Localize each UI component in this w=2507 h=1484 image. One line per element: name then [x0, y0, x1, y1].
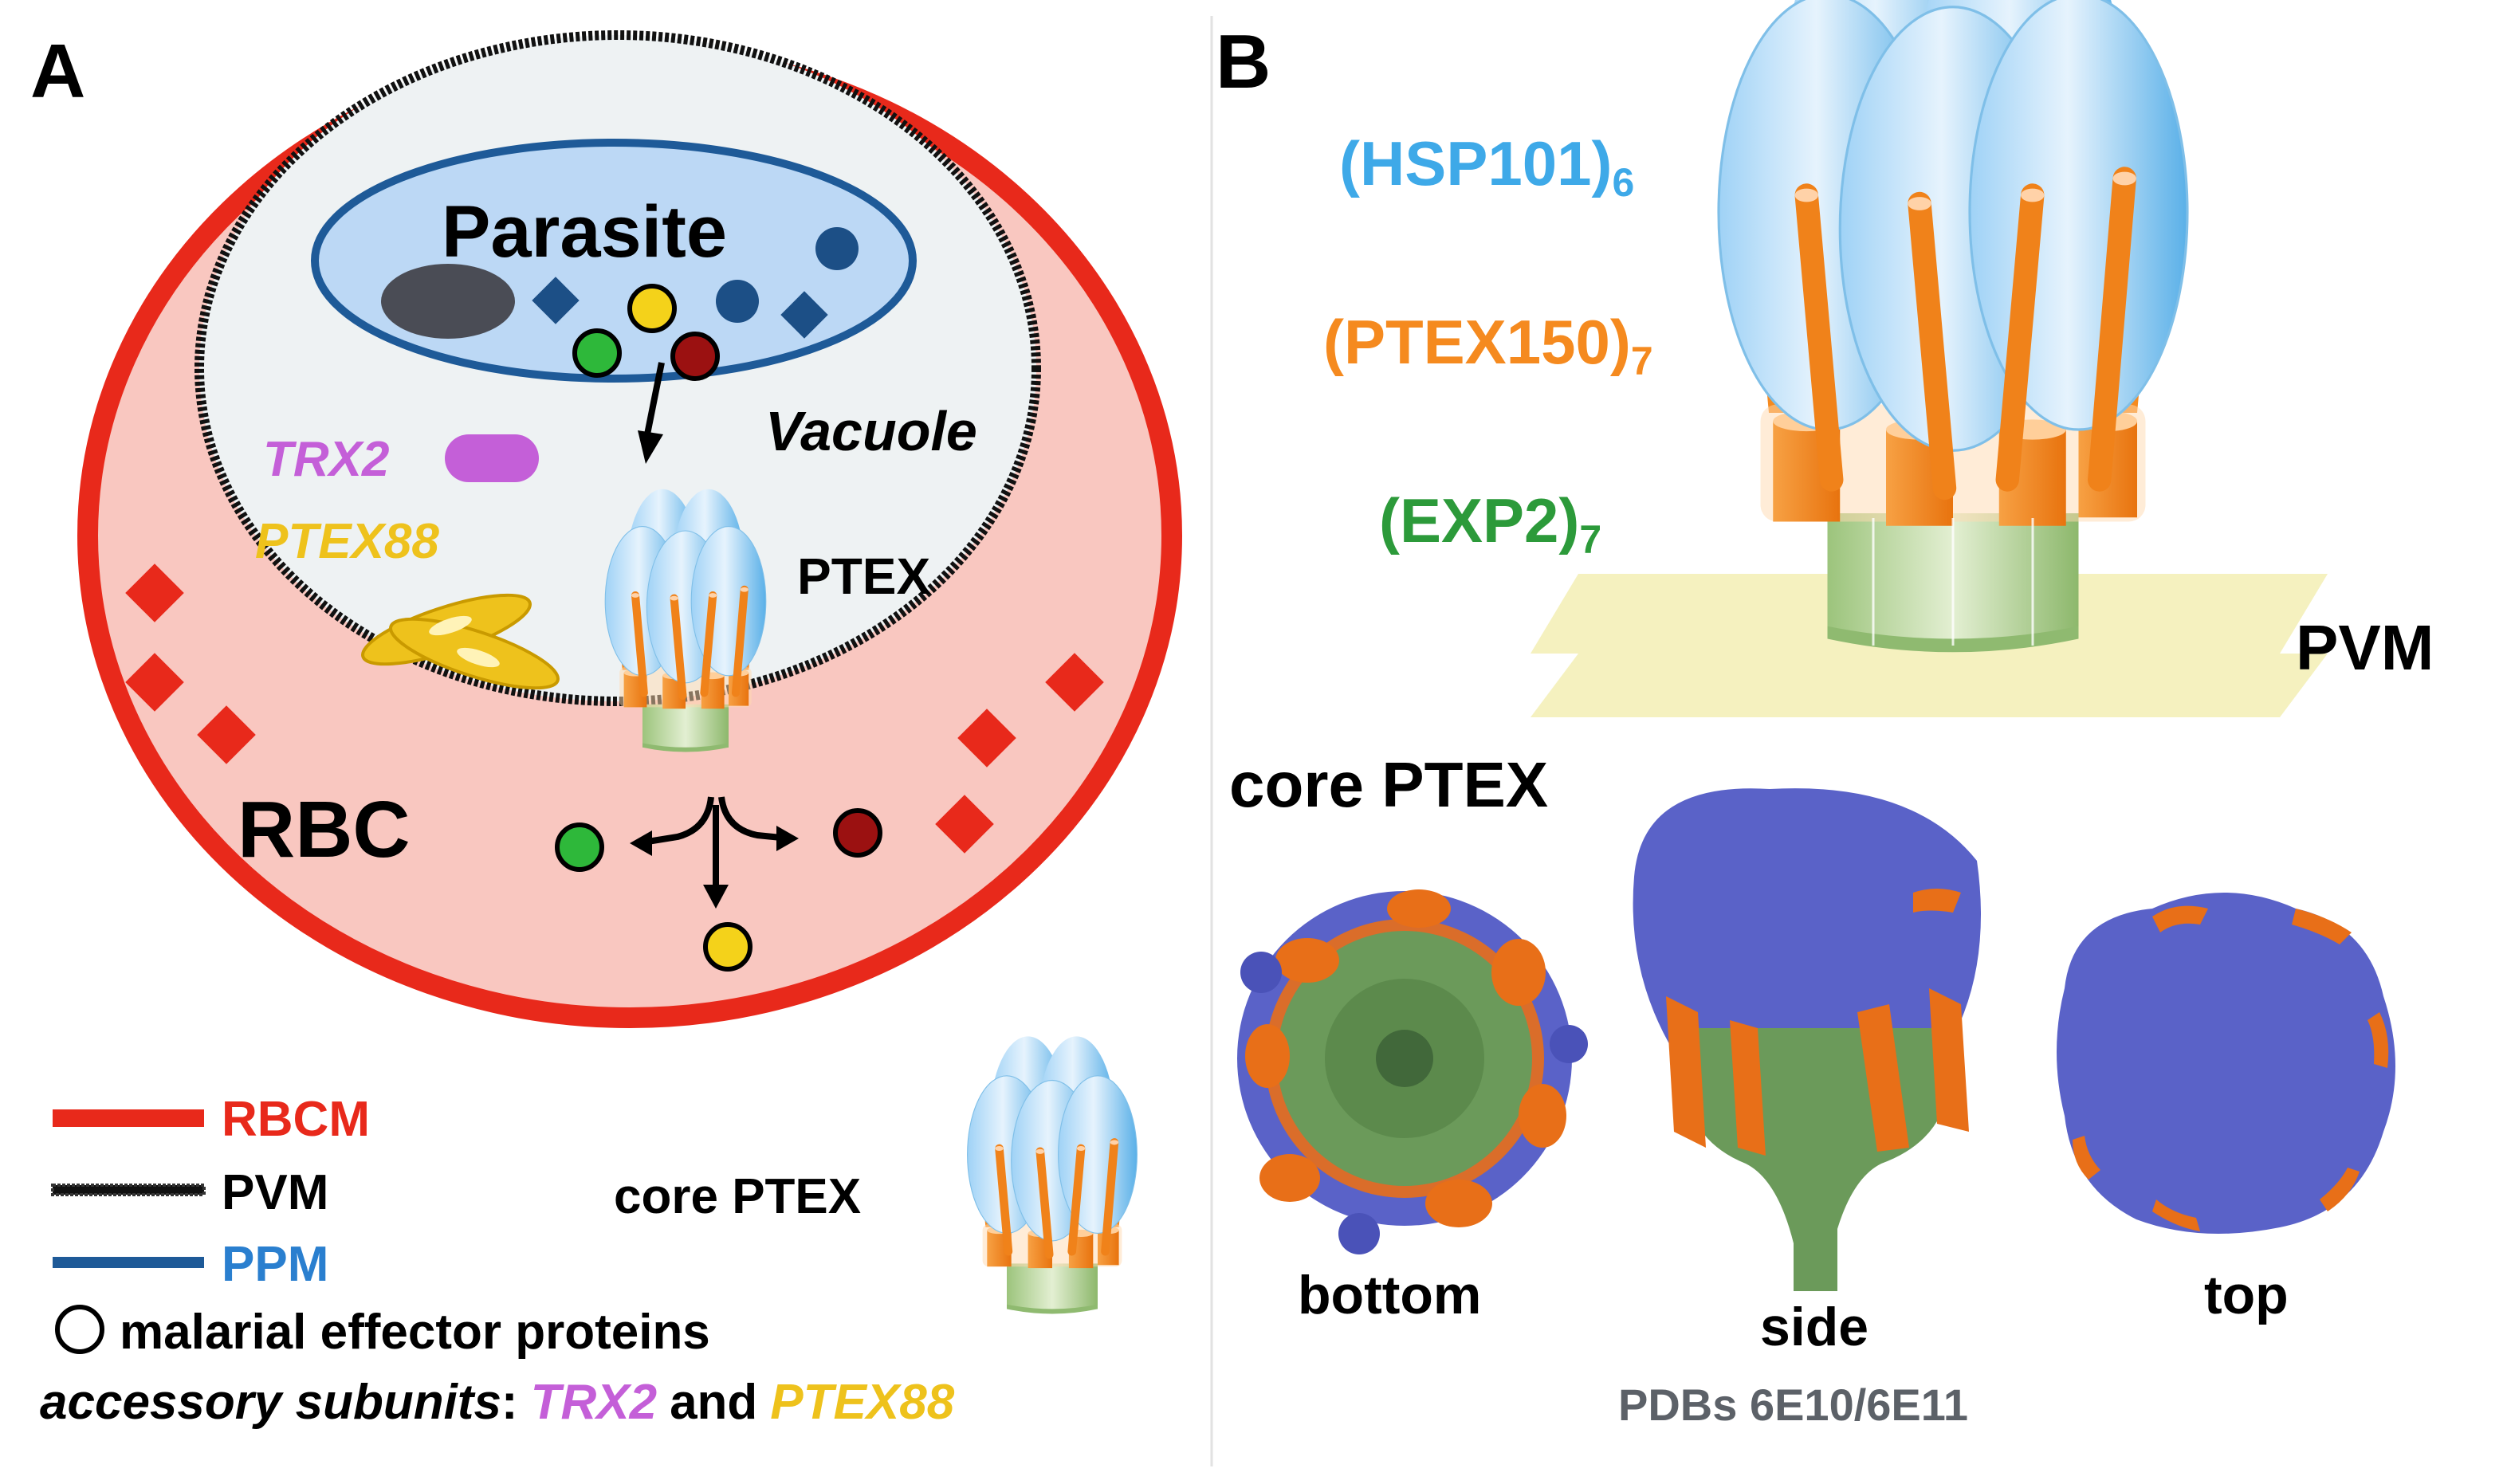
pvm-label: PVM	[2296, 612, 2434, 683]
legend-rbcm: RBCM	[222, 1092, 370, 1147]
legend-accessory-ptex88: PTEX88	[770, 1375, 954, 1430]
panel-a: A Parasite Vacuole TRX2 PTEX88 PTEX RBC	[30, 29, 1182, 1430]
parasite-diamond-effector	[532, 277, 580, 324]
legend-rbcm-swatch	[53, 1109, 204, 1127]
export-arrow-in	[644, 362, 665, 435]
pdb-caption: PDBs 6E10/6E11	[1618, 1380, 1968, 1430]
trx2-shape	[445, 434, 539, 482]
ptex88-label: PTEX88	[255, 514, 439, 569]
structure-bottom-view	[1237, 889, 1588, 1254]
legend-core-ptex-label: core PTEX	[614, 1169, 861, 1224]
ptex88-shape	[361, 593, 560, 690]
legend-pvm-swatch	[51, 1184, 206, 1196]
legend-accessory-prefix: accessory subunits	[40, 1375, 501, 1430]
legend-accessory-colon: :	[501, 1375, 518, 1430]
pvm-plane-lower	[1531, 654, 2328, 717]
exp2-label: (EXP2)7	[1379, 485, 1601, 562]
panel-b-letter: B	[1216, 19, 1271, 104]
vacuole-label: Vacuole	[765, 400, 977, 462]
exp2-text: (EXP2)	[1379, 485, 1579, 556]
legend-ppm: PPM	[222, 1237, 328, 1292]
exported-effector-yellow	[703, 922, 752, 972]
rbc-label: RBC	[238, 785, 411, 874]
exported-effector-darkred	[833, 808, 882, 858]
hsp101-label: (HSP101)6	[1339, 128, 1634, 205]
legend-ppm-swatch	[53, 1257, 204, 1268]
parasite-diamond-effector	[780, 291, 828, 339]
legend-core-ptex-icon	[968, 1036, 1138, 1313]
exported-effector-green	[555, 822, 604, 872]
legend-effector-circle	[55, 1305, 104, 1354]
ptex150-label: (PTEX150)7	[1323, 307, 1653, 383]
effector-darkred	[670, 332, 720, 381]
trx2-label: TRX2	[263, 432, 389, 487]
ptex-model-large	[1531, 0, 2328, 717]
panel-a-letter: A	[30, 29, 85, 114]
parasite-round-effector	[716, 280, 759, 323]
ptex150-text: (PTEX150)	[1323, 307, 1631, 377]
ptex150-subscript: 7	[1631, 339, 1653, 383]
panel-b: B (HSP101)6 (PTEX150)7 (EXP2)7 PVM core …	[1216, 0, 2434, 1430]
rbc-diamond-effectors	[125, 563, 1104, 854]
legend-accessory-trx2: TRX2	[531, 1375, 657, 1430]
legend-pvm: PVM	[222, 1165, 328, 1220]
view-label-side: side	[1760, 1297, 1868, 1357]
exp2-subscript: 7	[1579, 517, 1601, 562]
export-arrows-out	[630, 796, 799, 909]
parasite-round-effector	[815, 227, 859, 270]
effector-green	[572, 328, 622, 378]
effector-yellow	[627, 284, 677, 333]
view-label-bottom: bottom	[1298, 1265, 1481, 1325]
legend: RBCM PVM PPM malarial effector proteins …	[40, 1036, 1137, 1430]
structure-side-view	[1633, 788, 1981, 1291]
hsp101-text: (HSP101)	[1339, 128, 1612, 198]
core-ptex-label: core PTEX	[1229, 749, 1548, 820]
ptex-label: PTEX	[797, 548, 930, 605]
structure-top-view	[2057, 893, 2395, 1234]
hsp101-subscript: 6	[1612, 160, 1634, 205]
export-arrowhead-in	[638, 430, 663, 464]
legend-effector: malarial effector proteins	[120, 1305, 710, 1360]
legend-accessory-and: and	[670, 1375, 757, 1430]
parasite-nucleus	[381, 264, 515, 339]
parasite-label: Parasite	[442, 191, 727, 273]
view-label-top: top	[2204, 1265, 2289, 1325]
